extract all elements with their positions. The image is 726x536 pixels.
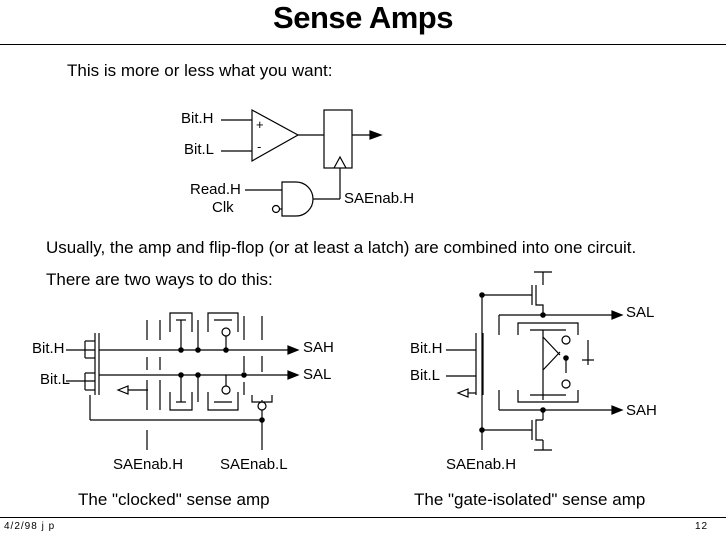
- clocked-bitl-label: Bit.L: [40, 371, 71, 388]
- clk-bubble: [271, 204, 281, 214]
- gi-caption: The "gate-isolated" sense amp: [414, 490, 646, 509]
- flip-flop-box: [323, 109, 353, 169]
- ff-out-arrow: [369, 130, 383, 140]
- clocked-sense-amp: [66, 312, 300, 450]
- gi-sah-label: SAH: [626, 402, 657, 419]
- footer-date: 4/2/98 j p: [4, 521, 56, 532]
- clocked-saenabh-label: SAEnab.H: [113, 456, 184, 473]
- two-ways-text: There are two ways to do this:: [46, 270, 273, 289]
- clocked-saenabl-label: SAEnab.L: [220, 456, 288, 473]
- top-saenabh-label: SAEnab.H: [344, 190, 415, 207]
- gi-bitl-label: Bit.L: [410, 367, 441, 384]
- clocked-bith-label: Bit.H: [32, 340, 65, 357]
- clock-edge-marker: [333, 155, 347, 169]
- comparator-triangle: [251, 108, 300, 163]
- amp-plus-label: +: [256, 117, 264, 132]
- clk-label: Clk: [212, 199, 234, 216]
- clocked-sah-label: SAH: [303, 339, 334, 356]
- top-bitl-label: Bit.L: [184, 141, 215, 158]
- readh-label: Read.H: [190, 181, 241, 198]
- title-rule: [0, 44, 726, 45]
- and-gate: [281, 181, 314, 217]
- intro-text: This is more or less what you want:: [67, 61, 333, 80]
- gi-saenabh-label: SAEnab.H: [446, 456, 517, 473]
- clocked-sal-label: SAL: [303, 366, 332, 383]
- gi-bith-label: Bit.H: [410, 340, 443, 357]
- page-title: Sense Amps: [273, 0, 453, 35]
- footer-rule: [0, 517, 726, 518]
- gate-isolated-sense-amp: [446, 271, 624, 451]
- amp-minus-label: -: [257, 139, 262, 154]
- usually-text: Usually, the amp and flip-flop (or at le…: [46, 238, 637, 257]
- clocked-caption: The "clocked" sense amp: [78, 490, 270, 509]
- top-bith-label: Bit.H: [181, 110, 214, 127]
- gi-sal-label: SAL: [626, 304, 655, 321]
- top-block-diagram: [221, 108, 383, 217]
- footer-page: 12: [695, 521, 709, 532]
